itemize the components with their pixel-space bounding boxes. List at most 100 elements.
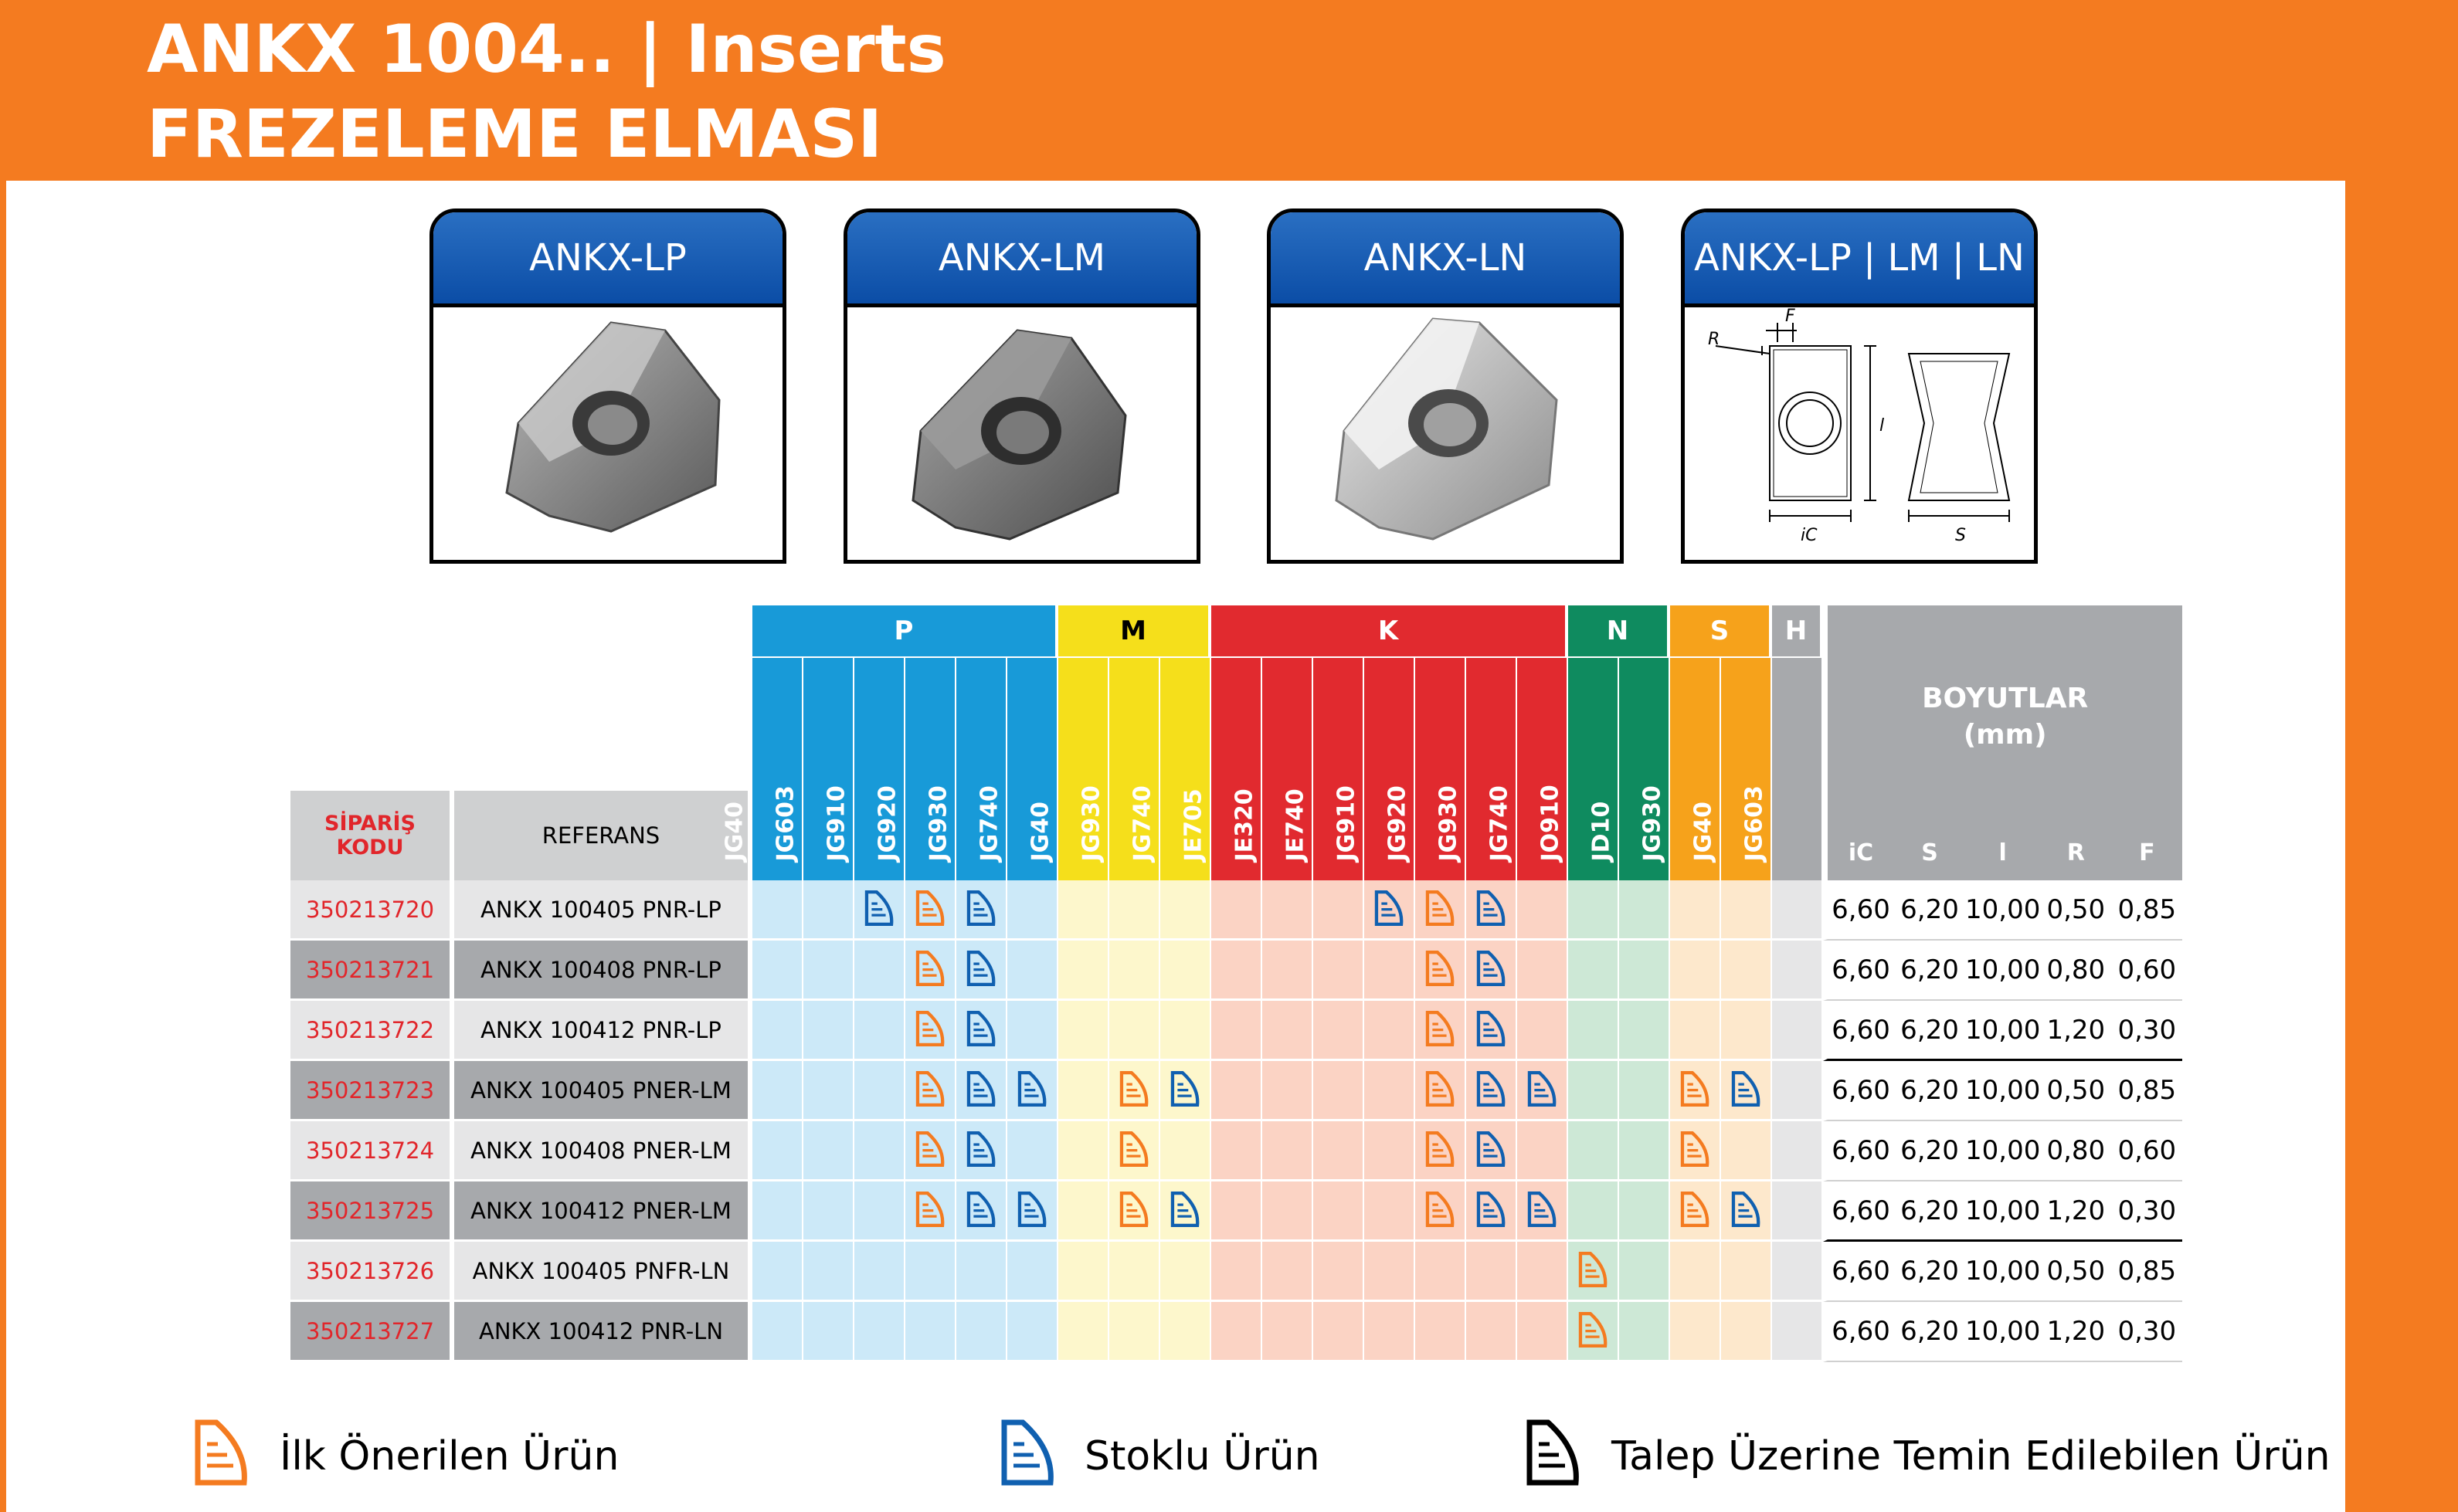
order-code: 350213720 (290, 880, 454, 941)
grade-cell (1364, 941, 1415, 1001)
dim-value-ic: 6,60 (1823, 1242, 1894, 1302)
blue-insert-icon (966, 890, 996, 926)
grade-cell (752, 1001, 803, 1061)
grade-cell (1619, 1181, 1670, 1242)
orange-insert-icon (915, 1010, 945, 1046)
orange-insert-icon (915, 1070, 945, 1107)
grade-cell (1109, 1121, 1160, 1181)
grade-cell (803, 880, 854, 941)
dim-value-ic: 6,60 (1823, 1061, 1894, 1121)
grade-cell (1466, 1121, 1517, 1181)
grade-cell (854, 880, 905, 941)
dim-label-4: F (2111, 791, 2183, 880)
card-ankx-drawing[interactable]: ANKX-LP | LM | LN F R l iC (1681, 208, 2038, 564)
grade-cell (1721, 941, 1772, 1001)
grade-cell (854, 941, 905, 1001)
dim-value-l: 10,00 (1965, 1302, 2041, 1362)
order-code: 350213721 (290, 941, 454, 1001)
card-ankx-lp[interactable]: ANKX-LP (429, 208, 786, 564)
card-ankx-lm[interactable]: ANKX-LM (844, 208, 1200, 564)
grade-cell (1517, 1302, 1568, 1362)
grade-cell (956, 880, 1007, 941)
reference-header: REFERANS (454, 791, 752, 880)
grade-cell (803, 1121, 854, 1181)
reference: ANKX 100408 PNER-LM (454, 1121, 752, 1181)
dim-value-r: 0,50 (2040, 1242, 2112, 1302)
blue-insert-icon (1731, 1070, 1760, 1107)
group-P: P (752, 605, 1058, 656)
dim-value-s: 6,20 (1894, 1001, 1965, 1061)
grade-cell (1160, 880, 1211, 941)
dim-value-l: 10,00 (1965, 1001, 2041, 1061)
grade-cell (1670, 880, 1721, 941)
grade-cell (1568, 880, 1619, 941)
grade-cell (1109, 1242, 1160, 1302)
orange-insert-icon (1119, 1131, 1149, 1167)
grade-cell (1313, 1001, 1364, 1061)
blue-insert-icon (1001, 1419, 1054, 1486)
order-code: 350213725 (290, 1181, 454, 1242)
grade-cell (1160, 941, 1211, 1001)
grade-cell (1364, 1061, 1415, 1121)
blue-insert-icon (1527, 1070, 1557, 1107)
grade-cell (1211, 1302, 1262, 1362)
grade-P-JG40: JG40 (721, 656, 803, 880)
grade-cell (1619, 1061, 1670, 1121)
grade-cell (1058, 1242, 1109, 1302)
reference: ANKX 100405 PNFR-LN (454, 1242, 752, 1302)
grade-cell (1109, 880, 1160, 941)
orange-insert-icon (1578, 1311, 1608, 1348)
grade-K-JE740: JE740 (1282, 656, 1364, 880)
grade-M-JG40: JG40 (1027, 656, 1109, 880)
orange-insert-icon (1425, 1010, 1455, 1046)
grade-cell (1211, 880, 1262, 941)
blue-insert-icon (1476, 1070, 1506, 1107)
legend-item-recommended: İlk Önerilen Ürün (193, 1419, 657, 1489)
blue-insert-icon (1017, 1070, 1047, 1107)
blue-insert-icon (966, 950, 996, 986)
grade-P-JG603: JG603 (772, 656, 854, 880)
orange-insert-icon (1425, 1191, 1455, 1227)
group-K: K (1211, 605, 1568, 656)
order-code: 350213726 (290, 1242, 454, 1302)
order-code: 350213722 (290, 1001, 454, 1061)
dim-value-l: 10,00 (1965, 1061, 2041, 1121)
card-title: ANKX-LP (433, 212, 783, 307)
blue-insert-icon (966, 1131, 996, 1167)
grade-cell (1007, 1302, 1058, 1362)
grade-H-JG603: JG603 (1741, 656, 1823, 880)
grade-N-JO910: JO910 (1537, 656, 1619, 880)
grade-cell (1313, 941, 1364, 1001)
grade-cell (1007, 1061, 1058, 1121)
grade-cell (1568, 1181, 1619, 1242)
orange-insert-icon (1680, 1131, 1709, 1167)
drawing-label-s: S (1955, 526, 1966, 545)
card-ankx-ln[interactable]: ANKX-LN (1267, 208, 1624, 564)
group-N: N (1568, 605, 1670, 656)
grade-cell (1160, 1181, 1211, 1242)
grade-cell (956, 1061, 1007, 1121)
grade-cell (1670, 1302, 1721, 1362)
dim-value-s: 6,20 (1894, 1302, 1965, 1362)
grade-cell (1670, 1242, 1721, 1302)
grade-cell (1262, 880, 1313, 941)
grade-cell (1109, 1061, 1160, 1121)
grade-K-JE320: JE320 (1231, 656, 1313, 880)
blue-insert-icon (1476, 1131, 1506, 1167)
grade-cell (803, 1061, 854, 1121)
dim-value-ic: 6,60 (1823, 1302, 1894, 1362)
grade-cell (1619, 941, 1670, 1001)
grade-cell (1517, 880, 1568, 941)
grade-cell (1313, 1302, 1364, 1362)
order-code: 350213723 (290, 1061, 454, 1121)
